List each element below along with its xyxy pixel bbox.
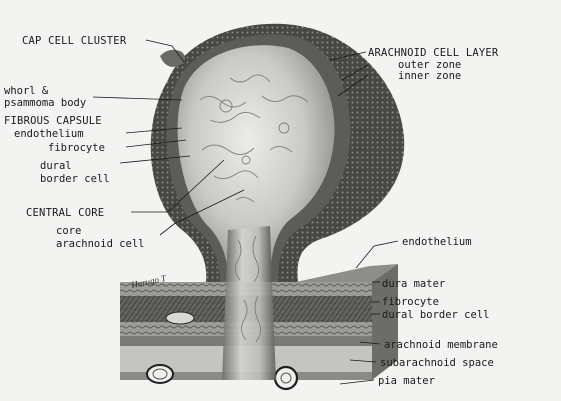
label-arachnoid-cell-layer: ARACHNOID CELL LAYER [368,47,499,59]
label-fibrocyte-left: fibrocyte [48,142,105,154]
label-endothelium-left: endothelium [14,128,84,140]
label-endothelium-right: endothelium [402,236,472,248]
label-dural-border-cell: dural border cell [382,309,489,321]
label-fibrocyte-right: fibrocyte [382,296,439,308]
stalk-lower [222,282,276,380]
label-inner-zone: inner zone [398,70,461,82]
label-dura-mater: dura mater [382,278,445,290]
label-cap-cell-cluster: CAP CELL CLUSTER [22,35,127,47]
label-border-cell: border cell [40,173,110,185]
label-fibrous-capsule: FIBROUS CAPSULE [4,115,102,127]
label-central-core: CENTRAL CORE [26,207,104,219]
label-arachnoid-cell: arachnoid cell [56,238,145,250]
label-pia-mater: pia mater [378,375,435,387]
stalk [226,226,272,282]
dura-vessel [166,312,194,324]
label-whorl: whorl & [4,85,49,97]
label-arachnoid-membrane: arachnoid membrane [384,339,498,351]
label-subarachnoid-space: subarachnoid space [380,357,494,369]
vessel-right [275,367,297,389]
label-dural: dural [40,160,72,172]
vessel-left [147,365,173,383]
label-core: core [56,225,81,237]
label-psammoma-body: psammoma body [4,97,86,109]
